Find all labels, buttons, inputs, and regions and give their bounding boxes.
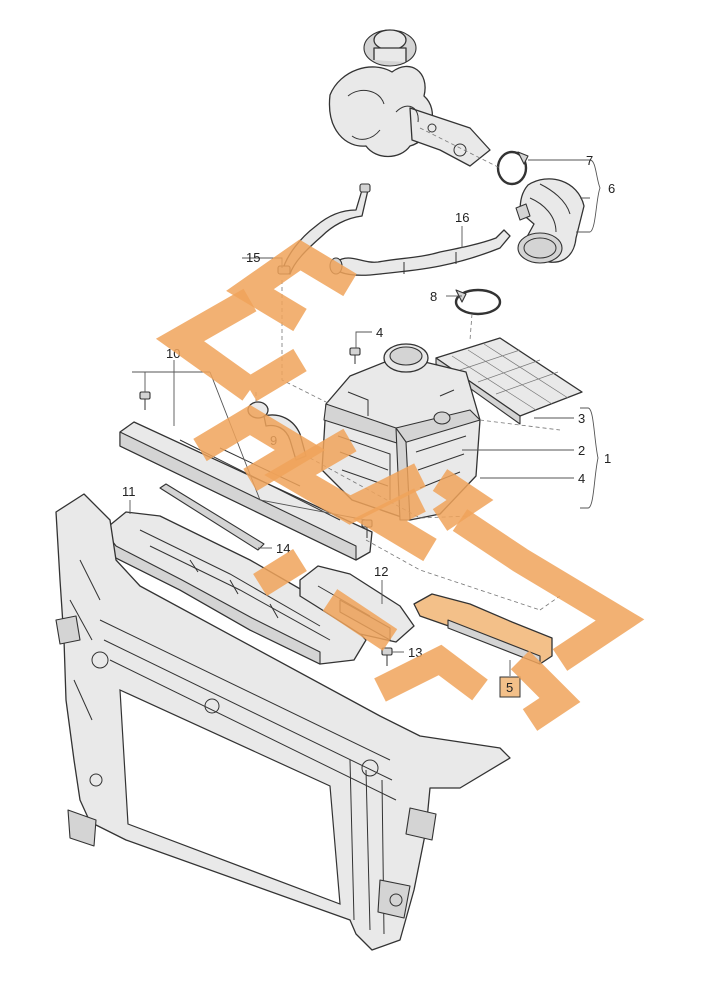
callout-16: 16 [455,210,469,225]
callout-2: 2 [578,443,585,458]
air-filter-housing [321,343,481,521]
turbocharger [328,29,491,167]
bolt-4 [349,347,361,364]
seal-strip [159,483,265,551]
callout-12: 12 [374,564,388,579]
callout-3: 3 [578,411,585,426]
bolt-13 [381,647,393,666]
callout-11: 11 [122,484,136,499]
air-guide-upper [119,421,373,561]
callout-14: 14 [276,541,290,556]
air-duct-lower [103,511,367,665]
intake-hose [515,178,585,264]
callout-5-box [499,676,521,698]
callout-15: 15 [246,250,260,265]
breather-pipe [329,229,511,276]
bolt-10-left [139,391,151,410]
callout-1: 1 [604,451,611,466]
callout-labels: 7 6 16 15 8 4 10 9 3 2 1 4 11 14 12 13 5 [122,153,615,698]
watermark-logo [155,239,645,731]
callout-5: 5 [506,680,513,695]
hose-clamp-upper [496,150,529,186]
callout-4-right: 4 [578,471,585,486]
callout-7: 7 [586,153,593,168]
callout-6: 6 [608,181,615,196]
callout-4-top: 4 [376,325,383,340]
callout-8: 8 [430,289,437,304]
front-lock-carrier [55,493,511,951]
hose-clamp-lower [454,288,502,316]
air-intake-duct-highlighted [413,593,553,665]
